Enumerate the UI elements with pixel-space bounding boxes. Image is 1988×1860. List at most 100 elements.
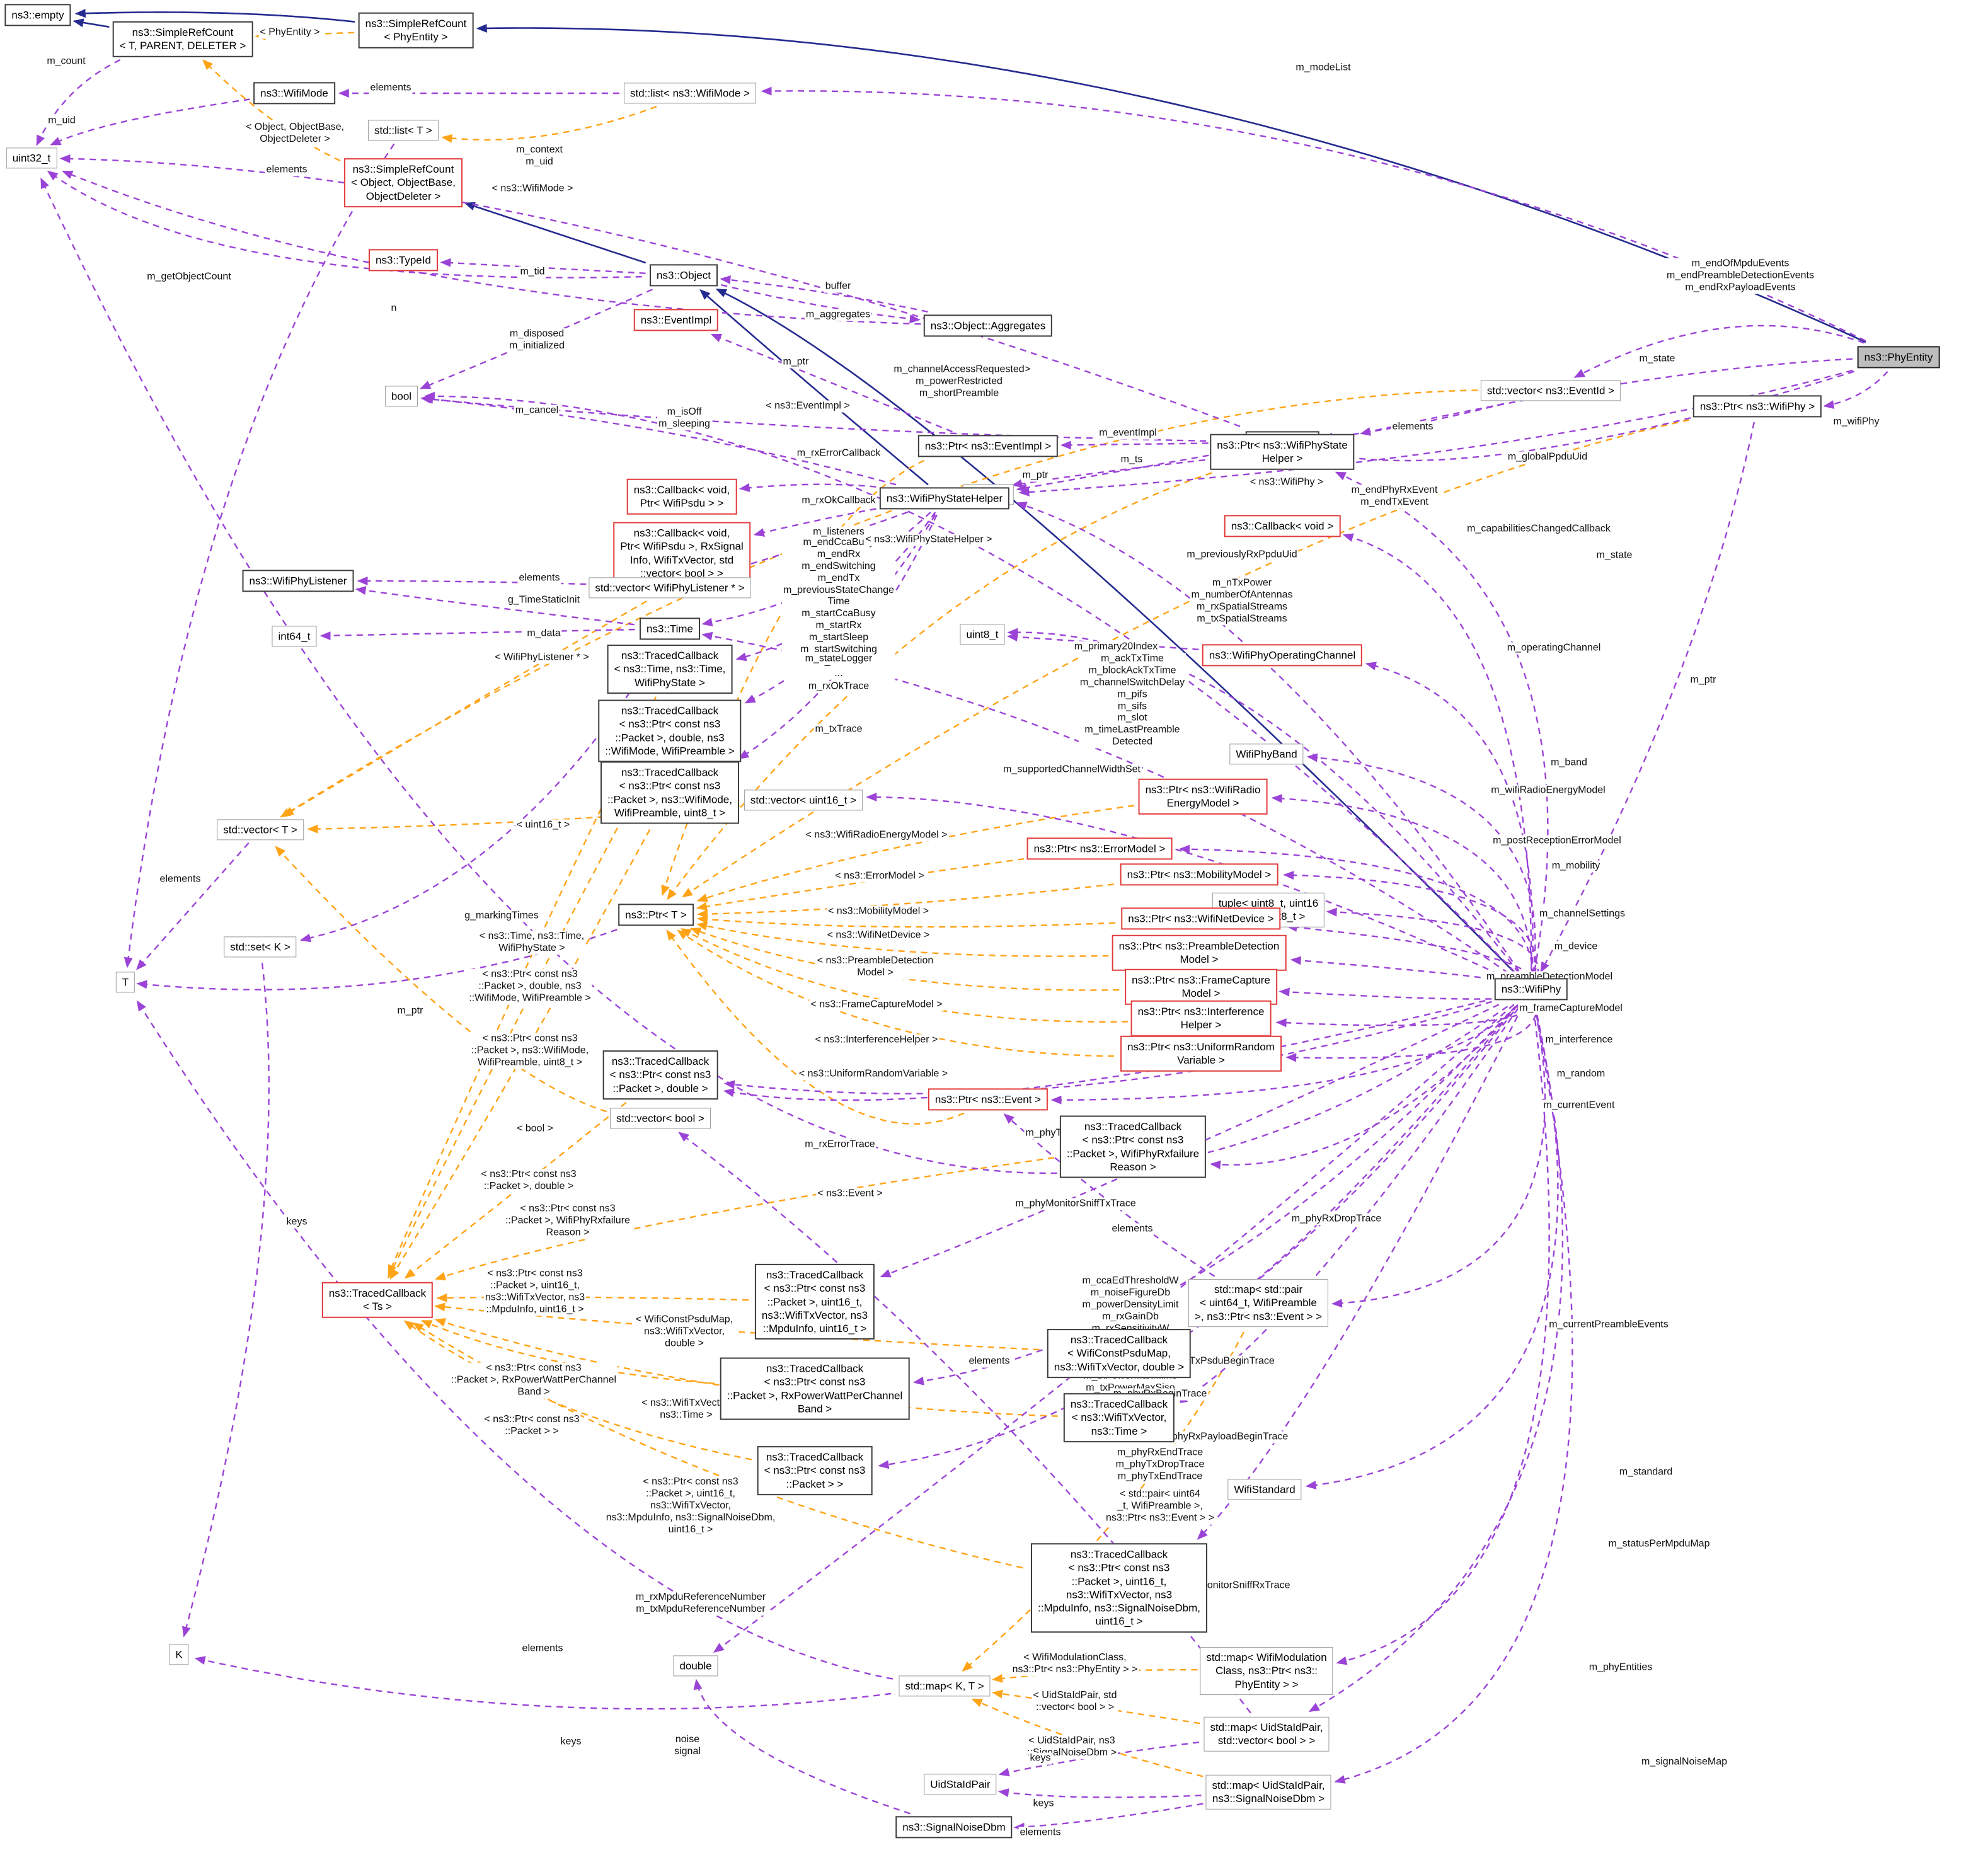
- node-cbOk[interactable]: ns3::Callback< void, Ptr< WifiPsdu >, Rx…: [613, 522, 750, 585]
- edge-eventId-uint32: [59, 154, 1241, 427]
- edge-wifiPhy-uint32: [40, 177, 1508, 1174]
- edge-phyEntity-eventId: [1323, 370, 1855, 462]
- node-tcSniffTx[interactable]: ns3::TracedCallback < ns3::Ptr< const ns…: [754, 1263, 875, 1340]
- edge-label: m_rxOkTrace: [807, 680, 871, 693]
- edge-label: < ns3::Ptr< const ns3 ::Packet >, double…: [480, 1169, 578, 1193]
- node-kBox[interactable]: K: [169, 1644, 189, 1665]
- node-wpsHelper[interactable]: ns3::WifiPhyStateHelper: [879, 487, 1010, 510]
- node-listener[interactable]: ns3::WifiPhyListener: [242, 570, 354, 592]
- node-tcSniffRx[interactable]: ns3::TracedCallback < ns3::Ptr< const ns…: [1031, 1543, 1207, 1633]
- node-vecBool[interactable]: std::vector< bool >: [610, 1108, 711, 1129]
- node-ptrUniform[interactable]: ns3::Ptr< ns3::UniformRandom Variable >: [1120, 1035, 1282, 1072]
- node-mapKT[interactable]: std::map< K, T >: [899, 1675, 991, 1697]
- node-vecUint16[interactable]: std::vector< uint16_t >: [744, 789, 863, 811]
- edge-label: < ns3::WifiNetDevice >: [825, 929, 931, 942]
- edge-phyEntity-vecEventId: [1573, 324, 1865, 378]
- edge-label: elements: [520, 1643, 565, 1655]
- node-ptrEvent[interactable]: ns3::Ptr< ns3::Event >: [928, 1088, 1049, 1111]
- edge-wifiPhy-ptrWps: [1335, 471, 1549, 972]
- node-mapPair[interactable]: std::map< std::pair < uint64_t, WifiPrea…: [1188, 1279, 1329, 1327]
- node-tcTs[interactable]: ns3::TracedCallback < Ts >: [321, 1282, 434, 1318]
- node-tcPktDbl[interactable]: ns3::TracedCallback < ns3::Ptr< const ns…: [602, 1050, 718, 1099]
- edge-wifiPhy-tuple: [1326, 907, 1539, 975]
- edge-label: elements: [265, 164, 309, 176]
- edge-wifiPhy-ptrEnergy: [1271, 794, 1533, 976]
- node-setK[interactable]: std::set< K >: [224, 936, 297, 958]
- node-tcRxPower[interactable]: ns3::TracedCallback < ns3::Ptr< const ns…: [720, 1357, 910, 1420]
- node-uint8[interactable]: uint8_t: [960, 624, 1005, 645]
- edge-wifiPhy-mapPair: [1331, 1003, 1546, 1308]
- edge-label: m_listeners: [812, 526, 866, 539]
- node-wifiStandard[interactable]: WifiStandard: [1227, 1479, 1302, 1500]
- node-tcPktDblMode[interactable]: ns3::TracedCallback < ns3::Ptr< const ns…: [598, 699, 742, 762]
- edge-label: m_mobility: [1550, 860, 1602, 873]
- node-listT[interactable]: std::list< T >: [368, 120, 439, 141]
- node-tcPktMode[interactable]: ns3::TracedCallback < ns3::Ptr< const ns…: [600, 761, 739, 824]
- node-dbl[interactable]: double: [673, 1655, 718, 1677]
- node-uint32[interactable]: uint32_t: [6, 147, 57, 169]
- node-ptrWifiPhy[interactable]: ns3::Ptr< ns3::WifiPhy >: [1692, 395, 1822, 418]
- node-ptrT[interactable]: ns3::Ptr< T >: [618, 904, 694, 926]
- edge-wifiPhy-tcPktDbl: [723, 999, 1486, 1101]
- node-cbErr[interactable]: ns3::Callback< void, Ptr< WifiPsdu > >: [626, 478, 737, 515]
- node-opChannel[interactable]: ns3::WifiPhyOperatingChannel: [1202, 644, 1363, 667]
- node-signalNoise[interactable]: ns3::SignalNoiseDbm: [895, 1816, 1013, 1839]
- node-ptrPreamble[interactable]: ns3::Ptr< ns3::PreambleDetection Model >: [1112, 934, 1287, 971]
- node-mapUidVec[interactable]: std::map< UidStaIdPair, std::vector< boo…: [1204, 1716, 1330, 1752]
- node-phyEntity[interactable]: ns3::PhyEntity: [1857, 346, 1940, 369]
- edge-object-srcObj: [464, 202, 646, 264]
- node-srcObj[interactable]: ns3::SimpleRefCount < Object, ObjectBase…: [344, 158, 463, 207]
- edge-label: m_ptr: [396, 1005, 425, 1018]
- node-empty[interactable]: ns3::empty: [4, 4, 71, 26]
- node-srcT[interactable]: ns3::SimpleRefCount < T, PARENT, DELETER…: [112, 21, 253, 57]
- node-vecT[interactable]: std::vector< T >: [217, 819, 304, 841]
- node-ptrError[interactable]: ns3::Ptr< ns3::ErrorModel >: [1026, 837, 1173, 860]
- node-ptrFrameCap[interactable]: ns3::Ptr< ns3::FrameCapture Model >: [1125, 968, 1277, 1005]
- edge-label: m_eventImpl: [1098, 427, 1158, 440]
- node-object[interactable]: ns3::Object: [650, 264, 718, 287]
- node-eventImpl[interactable]: ns3::EventImpl: [633, 309, 719, 331]
- node-uidStaId[interactable]: UidStaIdPair: [924, 1774, 997, 1795]
- node-time[interactable]: ns3::Time: [639, 617, 701, 640]
- node-mapMod[interactable]: std::map< WifiModulation Class, ns3::Ptr…: [1200, 1647, 1333, 1695]
- node-typeId[interactable]: ns3::TypeId: [369, 249, 438, 272]
- node-tcTxVecTime[interactable]: ns3::TracedCallback < ns3::WifiTxVector,…: [1063, 1393, 1175, 1442]
- node-int64[interactable]: int64_t: [272, 626, 317, 647]
- node-ptrNetDev[interactable]: ns3::Ptr< ns3::WifiNetDevice >: [1121, 907, 1281, 930]
- node-vecEventId[interactable]: std::vector< ns3::EventId >: [1480, 380, 1621, 401]
- node-cbVoid[interactable]: ns3::Callback< void >: [1224, 515, 1341, 537]
- node-ptrInterf[interactable]: ns3::Ptr< ns3::Interference Helper >: [1130, 1000, 1272, 1036]
- node-wifiMode[interactable]: ns3::WifiMode: [253, 82, 335, 105]
- edge-wifiPhy-opChannel: [1365, 662, 1534, 975]
- node-mapUidSn[interactable]: std::map< UidStaIdPair, ns3::SignalNoise…: [1205, 1774, 1331, 1810]
- node-vecListener[interactable]: std::vector< WifiPhyListener * >: [589, 577, 751, 599]
- node-tcPkt[interactable]: ns3::TracedCallback < ns3::Ptr< const ns…: [757, 1446, 873, 1495]
- node-ptrEnergy[interactable]: ns3::Ptr< ns3::WifiRadio EnergyModel >: [1138, 778, 1268, 815]
- edge-label: noise signal: [673, 1734, 702, 1758]
- node-listWifiMode[interactable]: std::list< ns3::WifiMode >: [624, 83, 756, 104]
- node-ptrWps[interactable]: ns3::Ptr< ns3::WifiPhyState Helper >: [1210, 433, 1355, 470]
- edge-label: m_disposed m_initialized: [507, 328, 566, 352]
- edge-wpsHelper-cbErr: [738, 483, 876, 492]
- node-wifiPhy[interactable]: ns3::WifiPhy: [1494, 978, 1568, 1001]
- node-tcRxFail[interactable]: ns3::TracedCallback < ns3::Ptr< const ns…: [1059, 1115, 1207, 1178]
- edge-mapPair-mapKT: [962, 1331, 1244, 1672]
- node-srcPhy[interactable]: ns3::SimpleRefCount < PhyEntity >: [358, 12, 474, 49]
- edge-wifiPhy-time: [701, 631, 1509, 974]
- edge-wifiPhy-ptrEvent: [1050, 1003, 1520, 1105]
- node-aggregates[interactable]: ns3::Object::Aggregates: [923, 314, 1053, 337]
- edge-mapKT-tBox: [136, 1000, 893, 1680]
- node-ptrEventImpl[interactable]: ns3::Ptr< ns3::EventImpl >: [917, 435, 1059, 457]
- edge-wifiPhy-object: [715, 288, 1514, 972]
- node-tcPsdu[interactable]: ns3::TracedCallback < WifiConstPsduMap, …: [1047, 1329, 1192, 1378]
- node-ptrMobility[interactable]: ns3::Ptr< ns3::MobilityModel >: [1120, 863, 1278, 886]
- node-phyBand[interactable]: WifiPhyBand: [1229, 743, 1304, 765]
- edge-label: < ns3::EventImpl >: [764, 400, 851, 413]
- edge-tcSniffRx-tcTs: [412, 1323, 1023, 1569]
- node-tBox[interactable]: T: [115, 972, 135, 993]
- edge-label: m_supportedChannelWidthSet: [1002, 764, 1142, 776]
- edge-wifiPhy-ptrNetDev: [1286, 922, 1531, 977]
- node-tcTime[interactable]: ns3::TracedCallback < ns3::Time, ns3::Ti…: [607, 645, 733, 694]
- edge-label: m_cancel: [514, 405, 560, 417]
- node-bool[interactable]: bool: [384, 386, 418, 407]
